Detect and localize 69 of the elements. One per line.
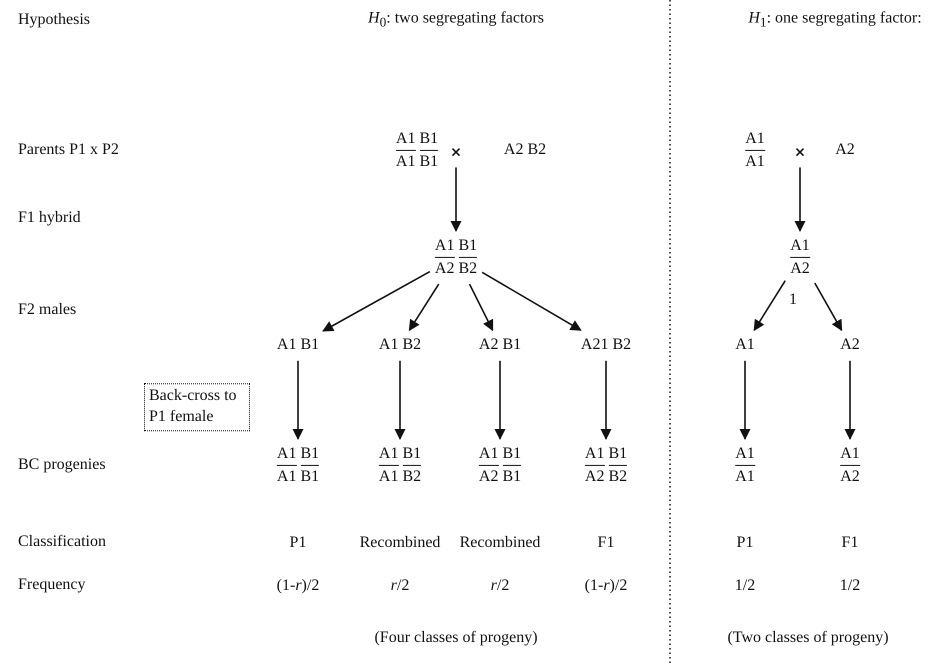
- arrow: [394, 360, 406, 440]
- row-label: Parents P1 x P2: [18, 141, 119, 159]
- note-box: Back-cross to P1 female: [144, 383, 250, 431]
- text-label: Recombined: [360, 534, 440, 552]
- numerator-text: A1: [790, 234, 810, 258]
- numerator-text: A1: [745, 128, 765, 150]
- arrow: [494, 360, 506, 440]
- row-label: F2 males: [18, 301, 76, 319]
- text-label: H$_{1}$: one segregating factor:: [748, 9, 922, 31]
- arrow: [450, 167, 462, 232]
- text-label: (1-r)/2: [276, 577, 320, 595]
- denominator-text: A1 B1: [396, 152, 438, 172]
- row-label: Frequency: [18, 576, 86, 594]
- cross-symbol: ×: [450, 144, 462, 162]
- genotype-text: A21 B2: [580, 334, 632, 356]
- numerator-text: A1 B1: [378, 442, 422, 466]
- arrow: [468, 284, 494, 332]
- count-label: 1: [789, 291, 797, 309]
- text-label: 1/2: [734, 577, 756, 595]
- arrow: [482, 272, 582, 331]
- text-label: r/2: [490, 577, 510, 595]
- text-label: (Two classes of progeny): [727, 629, 889, 647]
- denominator-text: A2 B2: [584, 466, 628, 486]
- arrow: [292, 360, 304, 440]
- cross-symbol: ×: [794, 144, 806, 162]
- denominator-text: A1 B2: [378, 466, 422, 486]
- numerator-text: A1 B1: [396, 128, 438, 150]
- numerator-text: A1 B1: [276, 442, 320, 466]
- denominator-text: A2 B1: [478, 466, 522, 486]
- arrow: [739, 360, 751, 440]
- genotype-text: A1 B2: [378, 334, 422, 356]
- text-label: (1-r)/2: [584, 577, 628, 595]
- text-label: F1: [842, 534, 858, 552]
- genotype-text: A1 B1: [276, 334, 320, 356]
- text-label: H$_{0}$: two segregating factors: [368, 9, 544, 31]
- text-label: F1: [598, 534, 614, 552]
- arrow: [408, 284, 440, 332]
- denominator-text: A2: [790, 258, 810, 278]
- text-label: 1/2: [840, 577, 860, 595]
- row-label: Hypothesis: [18, 11, 90, 29]
- denominator-text: A1: [735, 466, 755, 486]
- arrow: [844, 360, 856, 440]
- text-label: r/2: [390, 577, 410, 595]
- numerator-text: A1 B1: [434, 234, 478, 258]
- denominator-text: A2: [840, 466, 860, 486]
- arrow: [600, 360, 612, 440]
- genotype-text: A2 B2: [504, 139, 546, 161]
- denominator-text: A1 B1: [276, 466, 320, 486]
- genotype-text: A2: [840, 334, 860, 356]
- numerator-text: A1: [840, 442, 860, 466]
- arrow: [322, 270, 430, 332]
- row-label: F1 hybrid: [18, 209, 81, 227]
- arrow: [754, 280, 786, 332]
- genotype-text: A2 B1: [478, 334, 522, 356]
- genotype-text: A1: [735, 334, 755, 356]
- text-label: P1: [290, 534, 306, 552]
- row-label: BC progenies: [18, 456, 106, 474]
- text-label: (Four classes of progeny): [374, 629, 538, 647]
- text-label: P1: [736, 534, 754, 552]
- genotype-text: A2: [835, 139, 855, 161]
- text-label: Recombined: [460, 534, 540, 552]
- arrow: [814, 282, 842, 332]
- arrow: [794, 167, 806, 232]
- numerator-text: A1 B1: [478, 442, 522, 466]
- denominator-text: A2 B2: [434, 258, 478, 278]
- numerator-text: A1: [735, 442, 755, 466]
- row-label: Classification: [18, 533, 106, 551]
- numerator-text: A1 B1: [584, 442, 628, 466]
- denominator-text: A1: [745, 152, 765, 172]
